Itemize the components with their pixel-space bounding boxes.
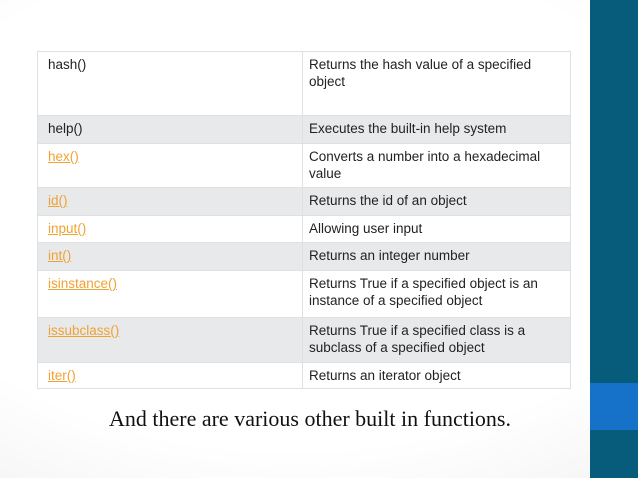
description-cell: Returns the id of an object — [302, 187, 571, 216]
table-row: hex() Converts a number into a hexadecim… — [37, 143, 571, 188]
description-cell: Returns an iterator object — [302, 362, 571, 389]
function-cell: issubclass() — [37, 317, 303, 363]
description-cell: Returns True if a specified class is a s… — [302, 317, 571, 363]
table-row: issubclass() Returns True if a specified… — [37, 317, 571, 363]
function-name: hash() — [48, 57, 87, 72]
side-accent-bar — [590, 0, 638, 478]
table-row: isinstance() Returns True if a specified… — [37, 270, 571, 318]
function-cell: int() — [37, 242, 303, 271]
function-link[interactable]: input() — [48, 221, 87, 236]
function-cell: hex() — [37, 143, 303, 188]
description-cell: Returns an integer number — [302, 242, 571, 271]
function-link[interactable]: issubclass() — [48, 323, 120, 338]
function-link[interactable]: id() — [48, 193, 68, 208]
description-cell: Converts a number into a hexadecimal val… — [302, 143, 571, 188]
table-row: input() Allowing user input — [37, 215, 571, 243]
built-in-functions-table: hash() Returns the hash value of a speci… — [37, 51, 571, 389]
function-cell: isinstance() — [37, 270, 303, 318]
function-cell: id() — [37, 187, 303, 216]
function-link[interactable]: isinstance() — [48, 276, 118, 291]
function-cell: hash() — [37, 51, 303, 116]
function-cell: input() — [37, 215, 303, 243]
table-row: help() Executes the built-in help system — [37, 115, 571, 144]
table-row: hash() Returns the hash value of a speci… — [37, 51, 571, 116]
function-link[interactable]: hex() — [48, 149, 79, 164]
table-row: int() Returns an integer number — [37, 242, 571, 271]
function-name: help() — [48, 121, 83, 136]
description-cell: Allowing user input — [302, 215, 571, 243]
description-cell: Executes the built-in help system — [302, 115, 571, 144]
function-cell: help() — [37, 115, 303, 144]
table-row: id() Returns the id of an object — [37, 187, 571, 216]
caption: And there are various other built in fun… — [108, 406, 511, 431]
function-link[interactable]: iter() — [48, 368, 76, 383]
accent-square — [590, 383, 638, 430]
description-cell: Returns True if a specified object is an… — [302, 270, 571, 318]
function-cell: iter() — [37, 362, 303, 389]
description-cell: Returns the hash value of a specified ob… — [302, 51, 571, 116]
table-row: iter() Returns an iterator object — [37, 362, 571, 389]
function-link[interactable]: int() — [48, 248, 72, 263]
